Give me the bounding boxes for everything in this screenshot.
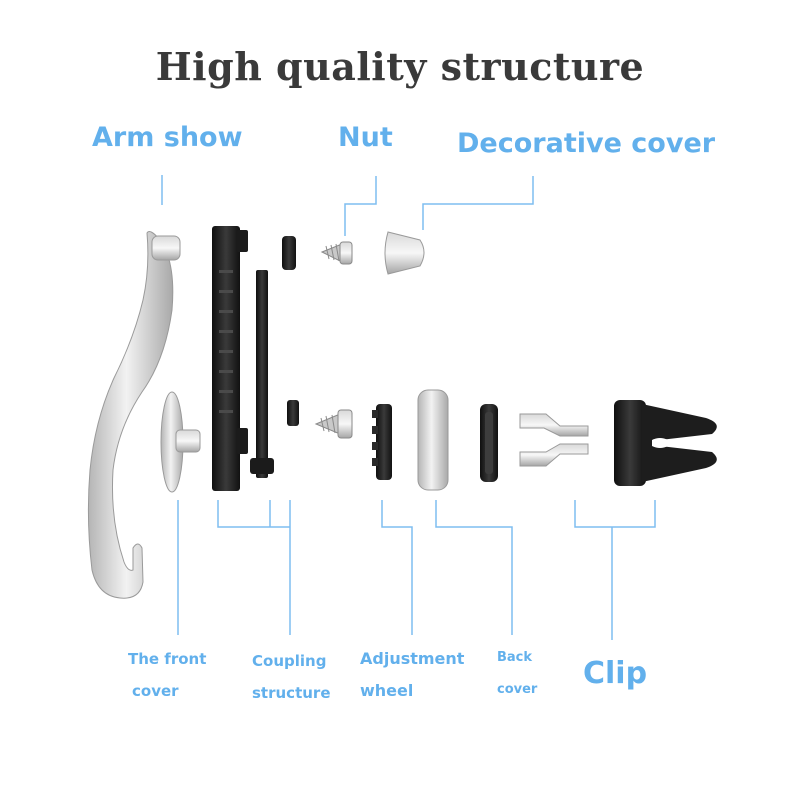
leader-coupling-structure [217, 500, 291, 635]
label-coupling-structure-line1: Coupling [252, 652, 327, 670]
clip-spring-part [519, 413, 589, 467]
label-coupling-structure-line2: structure [252, 684, 331, 702]
leader-nut [344, 176, 377, 236]
clip-part [614, 400, 717, 486]
leader-back-cover [435, 500, 513, 635]
label-back-cover-line2: cover [497, 682, 538, 697]
label-adjustment-wheel: Adjustment wheel [360, 643, 464, 707]
adjustment-wheel-part [372, 404, 392, 480]
label-front-cover-line2: cover [132, 682, 179, 700]
ring-part [480, 404, 498, 482]
label-back-cover-line1: Back [497, 650, 533, 665]
page-title: High quality structure [155, 44, 645, 89]
arm-show-part [87, 231, 181, 599]
label-decorative-cover: Decorative cover [457, 128, 716, 159]
label-nut: Nut [338, 122, 393, 153]
leader-decorative-cover [422, 176, 534, 230]
label-front-cover-line1: The front [128, 650, 207, 668]
leader-clip [574, 500, 656, 640]
leader-adjustment-wheel [381, 500, 413, 635]
label-coupling-structure: Coupling structure [252, 645, 331, 709]
label-adjustment-wheel-line2: wheel [360, 681, 414, 700]
label-front-cover: The front cover [128, 643, 206, 707]
label-back-cover: Back cover [497, 642, 537, 706]
front-cover-part [160, 391, 201, 493]
nut-part [320, 241, 353, 265]
decorative-cover-part [384, 231, 425, 275]
coupling-structure-part [212, 226, 299, 491]
label-arm-show: Arm show [92, 122, 243, 153]
label-clip: Clip [583, 656, 648, 691]
label-adjustment-wheel-line1: Adjustment [360, 649, 465, 668]
screw-part [314, 409, 353, 439]
leader-lines [161, 175, 656, 640]
back-cover-part [417, 389, 449, 491]
